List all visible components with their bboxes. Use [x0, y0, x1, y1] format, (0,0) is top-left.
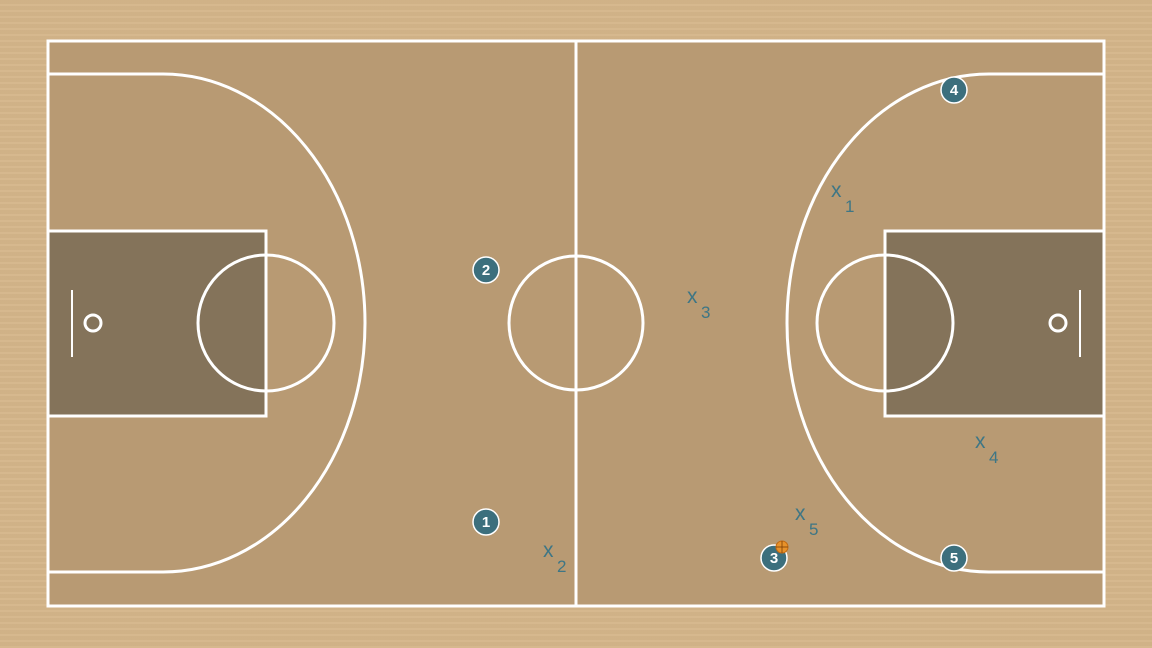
center-circle [507, 254, 645, 392]
svg-text:x: x [975, 430, 986, 453]
basketball-icon [775, 540, 789, 554]
left-free-throw-circle [196, 253, 336, 393]
svg-text:x: x [795, 502, 806, 525]
svg-text:3: 3 [701, 303, 710, 322]
offensive-player-2: 2 [472, 256, 500, 284]
svg-text:4: 4 [950, 82, 959, 99]
right-three-point-line [785, 72, 1104, 574]
right-key-outline [883, 229, 1106, 418]
hoop-icon [83, 313, 103, 333]
svg-text:3: 3 [770, 550, 778, 567]
svg-text:x: x [543, 539, 554, 562]
defender-x3: x 3 [687, 285, 710, 322]
defender-x1: x 1 [831, 179, 854, 216]
svg-text:4: 4 [989, 448, 998, 467]
defender-x2: x 2 [543, 539, 566, 576]
defender-x4: x 4 [975, 430, 998, 467]
right-key [885, 231, 1104, 416]
svg-text:2: 2 [482, 262, 490, 279]
svg-text:2: 2 [557, 557, 566, 576]
offensive-player-4: 4 [940, 76, 968, 104]
left-three-point-line [48, 72, 367, 574]
left-key [48, 231, 266, 416]
defender-x5: x 5 [795, 502, 818, 539]
left-key-outline [46, 229, 268, 418]
svg-text:5: 5 [950, 550, 958, 567]
svg-text:1: 1 [482, 514, 490, 531]
right-free-throw-circle [815, 253, 955, 393]
offensive-player-5: 5 [940, 544, 968, 572]
hoop-icon [1048, 313, 1068, 333]
svg-text:1: 1 [845, 197, 854, 216]
offensive-player-1: 1 [472, 508, 500, 536]
svg-text:x: x [687, 285, 698, 308]
svg-text:x: x [831, 179, 842, 202]
svg-text:5: 5 [809, 520, 818, 539]
